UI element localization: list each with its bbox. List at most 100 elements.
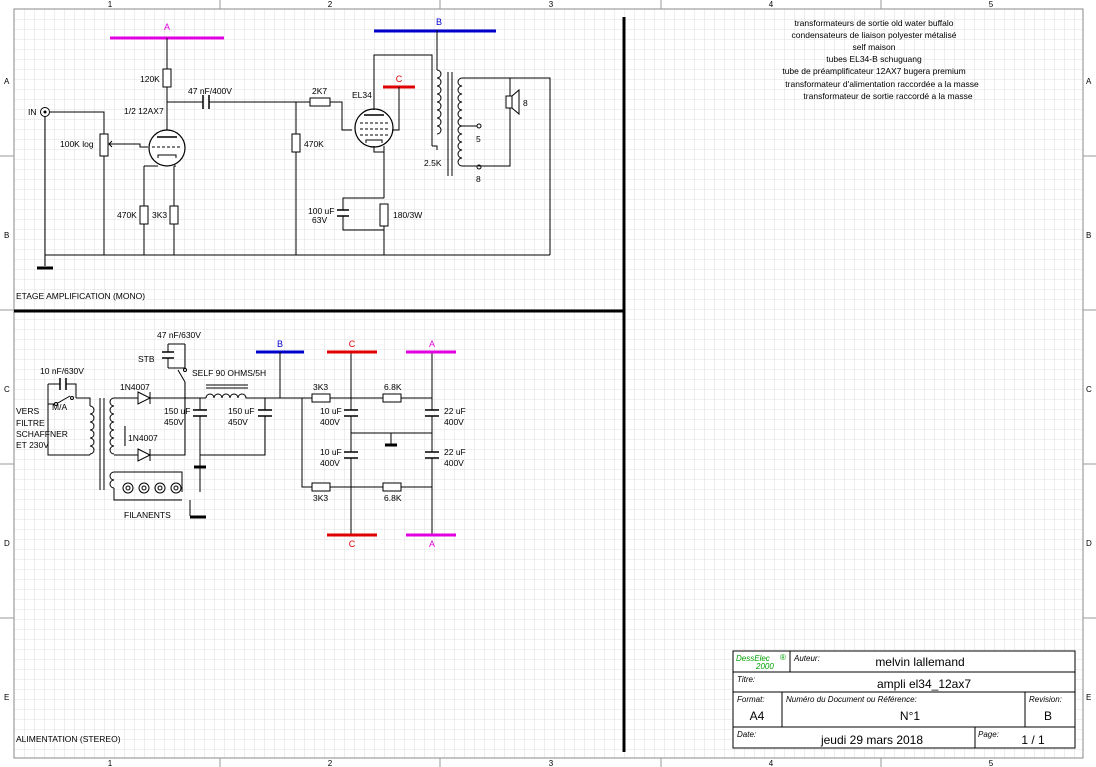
row-marker: E — [4, 693, 9, 702]
row-marker: A — [4, 77, 10, 86]
c1-voltage: 450V — [164, 417, 184, 427]
filter-cap-label: 10 nF/630V — [40, 366, 84, 376]
c2-voltage: 450V — [228, 417, 248, 427]
input-label: IN — [28, 107, 37, 117]
rail-a-label: A — [164, 22, 170, 32]
notes-block: transformateurs de sortie old water buff… — [782, 18, 979, 101]
r-470k-label: 470K — [117, 210, 137, 220]
c-10uf-bottom-voltage: 400V — [320, 458, 340, 468]
c-10uf-top-voltage: 400V — [320, 417, 340, 427]
speaker-icon — [478, 78, 520, 167]
note-line: tube de préamplificateur 12AX7 bugera pr… — [782, 66, 965, 76]
col-marker: 4 — [769, 0, 774, 9]
psu-rail-c-top-label: C — [349, 339, 356, 349]
row-marker: B — [4, 231, 9, 240]
note-line: self maison — [853, 42, 896, 52]
c-22uf-top-voltage: 400V — [444, 417, 464, 427]
psu-rail-a-bottom-label: A — [429, 539, 435, 549]
note-line: transformateurs de sortie old water buff… — [794, 18, 953, 28]
revision-label: Revision: — [1029, 695, 1062, 704]
filaments-label: FILANENTS — [124, 510, 171, 520]
psu-rail-c-bottom-label: C — [349, 539, 356, 549]
logo-registered: ® — [780, 653, 786, 662]
tube-12ax7 — [148, 129, 186, 167]
docnum-label: Numéro du Document ou Référence: — [786, 695, 917, 704]
r-3k3-top — [311, 393, 331, 403]
psu-rail-a-top-label: A — [429, 339, 435, 349]
r-2k7-label: 2K7 — [312, 86, 327, 96]
col-marker: 5 — [989, 0, 994, 9]
c2-label: 150 uF — [228, 406, 254, 416]
author-label: Auteur: — [793, 654, 820, 663]
format-label: Format: — [737, 695, 765, 704]
switch-label: M/A — [52, 402, 67, 412]
col-marker: 1 — [108, 0, 113, 9]
tap-8-label: 8 — [523, 98, 528, 108]
psu-stage: ALIMENTATION (STEREO) 10 nF/630V M/A VER… — [16, 330, 466, 744]
stb-cap-label: 47 nF/630V — [157, 330, 201, 340]
psu-rail-b-label: B — [277, 339, 283, 349]
ot-primary-label: 2.5K — [424, 158, 442, 168]
col-marker: 1 — [108, 759, 113, 767]
row-marker: B — [1086, 231, 1091, 240]
cathode-cap-voltage: 63V — [312, 215, 327, 225]
col-marker: 5 — [989, 759, 994, 767]
mains-line: VERS — [16, 406, 39, 416]
border-markers: 1 2 3 4 5 1 2 3 4 5 A B C D E A B C D E — [4, 0, 1092, 767]
author-value: melvin lallemand — [875, 655, 964, 669]
revision-value: B — [1044, 709, 1052, 723]
note-line: transformateur de sortie raccordé a la m… — [803, 91, 972, 101]
row-marker: D — [1086, 539, 1092, 548]
date-value: jeudi 29 mars 2018 — [820, 733, 923, 747]
row-marker: D — [4, 539, 10, 548]
mains-line: FILTRE — [16, 418, 45, 428]
diode2-label: 1N4007 — [128, 433, 158, 443]
row-marker: C — [4, 385, 10, 394]
logo-year: 2000 — [755, 662, 774, 671]
c-10uf-bottom-label: 10 uF — [320, 447, 342, 457]
rail-b-label: B — [436, 17, 442, 27]
r-120k — [162, 68, 172, 88]
tap-5-label: 5 — [476, 134, 481, 144]
mains-line: SCHAFFNER — [16, 429, 68, 439]
note-line: transformateur d'alimentation raccordée … — [785, 79, 979, 89]
tube2-label: EL34 — [352, 90, 372, 100]
r-3k3-bottom-label: 3K3 — [313, 493, 328, 503]
r-6k8-bottom — [382, 482, 402, 492]
page-value: 1 / 1 — [1021, 733, 1045, 747]
r-120k-label: 120K — [140, 74, 160, 84]
diode-1n4007-bottom — [137, 448, 152, 462]
volume-pot — [99, 133, 109, 157]
pot-label: 100K log — [60, 139, 94, 149]
title-value: ampli el34_12ax7 — [877, 677, 971, 691]
stb-label: STB — [138, 354, 155, 364]
note-line: condensateurs de liaison polyester métal… — [792, 30, 957, 40]
row-marker: A — [1086, 77, 1092, 86]
c-22uf-top-label: 22 uF — [444, 406, 466, 416]
grid-background — [14, 9, 1083, 758]
col-marker: 3 — [549, 759, 554, 767]
c-22uf-bottom-voltage: 400V — [444, 458, 464, 468]
choke-inductor — [205, 384, 302, 399]
col-marker: 2 — [328, 0, 333, 9]
tap-8b-label: 8 — [476, 174, 481, 184]
col-marker: 2 — [328, 759, 333, 767]
docnum-value: N°1 — [900, 709, 920, 723]
diode-1n4007-top — [137, 391, 152, 405]
power-transformer — [89, 397, 115, 490]
date-label: Date: — [737, 730, 756, 739]
r-3k3-cathode — [169, 205, 179, 225]
choke-label: SELF 90 OHMS/5H — [192, 368, 266, 378]
r-3k3-top-label: 3K3 — [313, 382, 328, 392]
mains-line: ET 230V — [16, 440, 49, 450]
r-2k7 — [309, 97, 331, 107]
note-line: tubes EL34-B schuguang — [826, 54, 922, 64]
r-3k3-bottom — [311, 482, 331, 492]
cathode-cap-label: 100 uF — [308, 206, 334, 216]
r-3k3-label: 3K3 — [152, 210, 167, 220]
amp-stage: ETAGE AMPLIFICATION (MONO) A B C IN 100K… — [16, 17, 551, 301]
psu-section-title: ALIMENTATION (STEREO) — [16, 734, 121, 744]
r-470k-grid-label: 470K — [304, 139, 324, 149]
page-label: Page: — [978, 730, 999, 739]
